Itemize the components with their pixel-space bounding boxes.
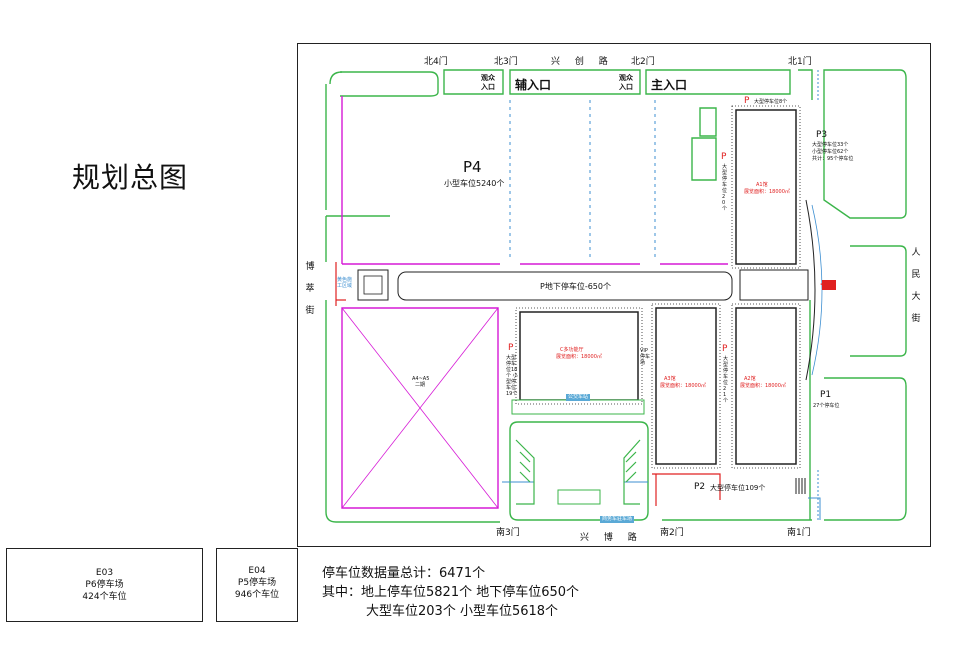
summary-breakdown: 其中：地上停车位5821个 地下停车位650个 [322, 585, 580, 600]
page-title: 规划总图 [72, 161, 189, 194]
p-c-desc: 大型停车位18个 小型停车位19个 [506, 355, 518, 397]
lot-block-name: P6停车场 [85, 580, 124, 590]
p-a1-code: P [721, 152, 727, 162]
p-a2-code: P [722, 344, 728, 354]
p1-code: P1 [820, 390, 832, 400]
boundary-road-north-west [340, 71, 439, 97]
boundary-road-north-east [645, 69, 791, 95]
construction-zone-label: 黄色施工区域 [337, 277, 353, 289]
a4a5-label: A4~A5 二期 [412, 376, 430, 388]
hall-a3 [655, 307, 717, 465]
road-north: 兴 创 路 [551, 57, 614, 67]
hall-a2-area: 展览面积：18000㎡ [740, 383, 786, 389]
p3-line-2: 小型停车位62个 [812, 149, 849, 155]
gate-south-2: 南2门 [660, 528, 684, 538]
p4-boundary [341, 96, 728, 265]
boundary-road-north-left [325, 71, 343, 210]
road-south: 兴 博 路 [580, 533, 643, 543]
audience-entry-1: 观众入口 [481, 74, 495, 91]
lot-block-e03: E03 P6停车场 424个车位 [6, 548, 203, 622]
summary-types: 大型车位203个 小型车位5618个 [366, 604, 559, 619]
lot-block-count: 424个车位 [82, 592, 127, 602]
p-a2-desc: 大型停车位21个 [723, 356, 729, 404]
underground-parking-strip [397, 271, 733, 301]
gate-south-3: 南3门 [496, 528, 520, 538]
hall-a1-name: A1馆 [756, 182, 768, 188]
east-strip [823, 69, 907, 219]
p2-desc: 大型停车位109个 [710, 484, 766, 492]
lot-block-name: P5停车场 [237, 578, 277, 588]
bus-stop-label: 公交车站 [566, 394, 591, 401]
p3-line-1: 大型停车位33个 [812, 142, 849, 148]
p-top-code: P [744, 96, 750, 106]
gate-north-3: 北3门 [494, 57, 518, 67]
hall-a1 [735, 109, 797, 265]
boundary-road-north-mid [443, 69, 504, 95]
hall-c [519, 311, 639, 401]
hall-a2 [735, 307, 797, 465]
lot-block-count: 946个车位 [234, 590, 280, 600]
hall-a1-area: 展览面积：18000㎡ [744, 189, 790, 195]
hall-a3-name: A3馆 [664, 376, 676, 382]
road-east: 人民大街 [911, 248, 921, 324]
site-map-frame [297, 43, 931, 547]
lot-block-code: E03 [95, 568, 114, 578]
p-c-code: P [508, 343, 514, 353]
gate-south-1: 南1门 [787, 528, 811, 538]
hall-c-name: C多功能厅 [560, 347, 584, 353]
summary-total: 停车位数据量总计：6471个 [322, 566, 486, 581]
main-entry: 主入口 [651, 78, 688, 92]
p2-code: P2 [694, 482, 706, 492]
p-a1-desc: 大型停车位20个 [722, 164, 728, 212]
p3-line-3: 共计：95个停车位 [812, 156, 854, 162]
hall-a3-area: 展览面积：18000㎡ [660, 383, 706, 389]
audience-entry-2: 观众入口 [619, 74, 633, 91]
p-top-desc: 大型停车位8个 [754, 99, 788, 105]
shuttle-parking-label: 商务车驻车场 [600, 516, 635, 523]
lot-block-code: E04 [248, 566, 266, 576]
p4-desc: 小型车位5240个 [444, 179, 505, 188]
vip-parking-label: VIP 停车场 [640, 348, 651, 366]
boundary-road-north-center [509, 69, 641, 95]
p4-code: P4 [463, 158, 482, 176]
lot-block-e04: E04 P5停车场 946个车位 [216, 548, 298, 622]
hall-a2-name: A2馆 [744, 376, 756, 382]
p1-desc: 27个停车位 [813, 403, 840, 409]
underground-parking-label: P地下停车位-650个 [540, 282, 611, 291]
aux-entry: 辅入口 [515, 78, 552, 92]
p3-code: P3 [816, 130, 828, 140]
gate-north-1: 北1门 [788, 57, 812, 67]
gate-north-4: 北4门 [424, 57, 448, 67]
hall-c-area: 展览面积：18000㎡ [556, 354, 602, 360]
road-west: 博萃街 [305, 262, 315, 316]
gate-north-2: 北2门 [631, 57, 655, 67]
